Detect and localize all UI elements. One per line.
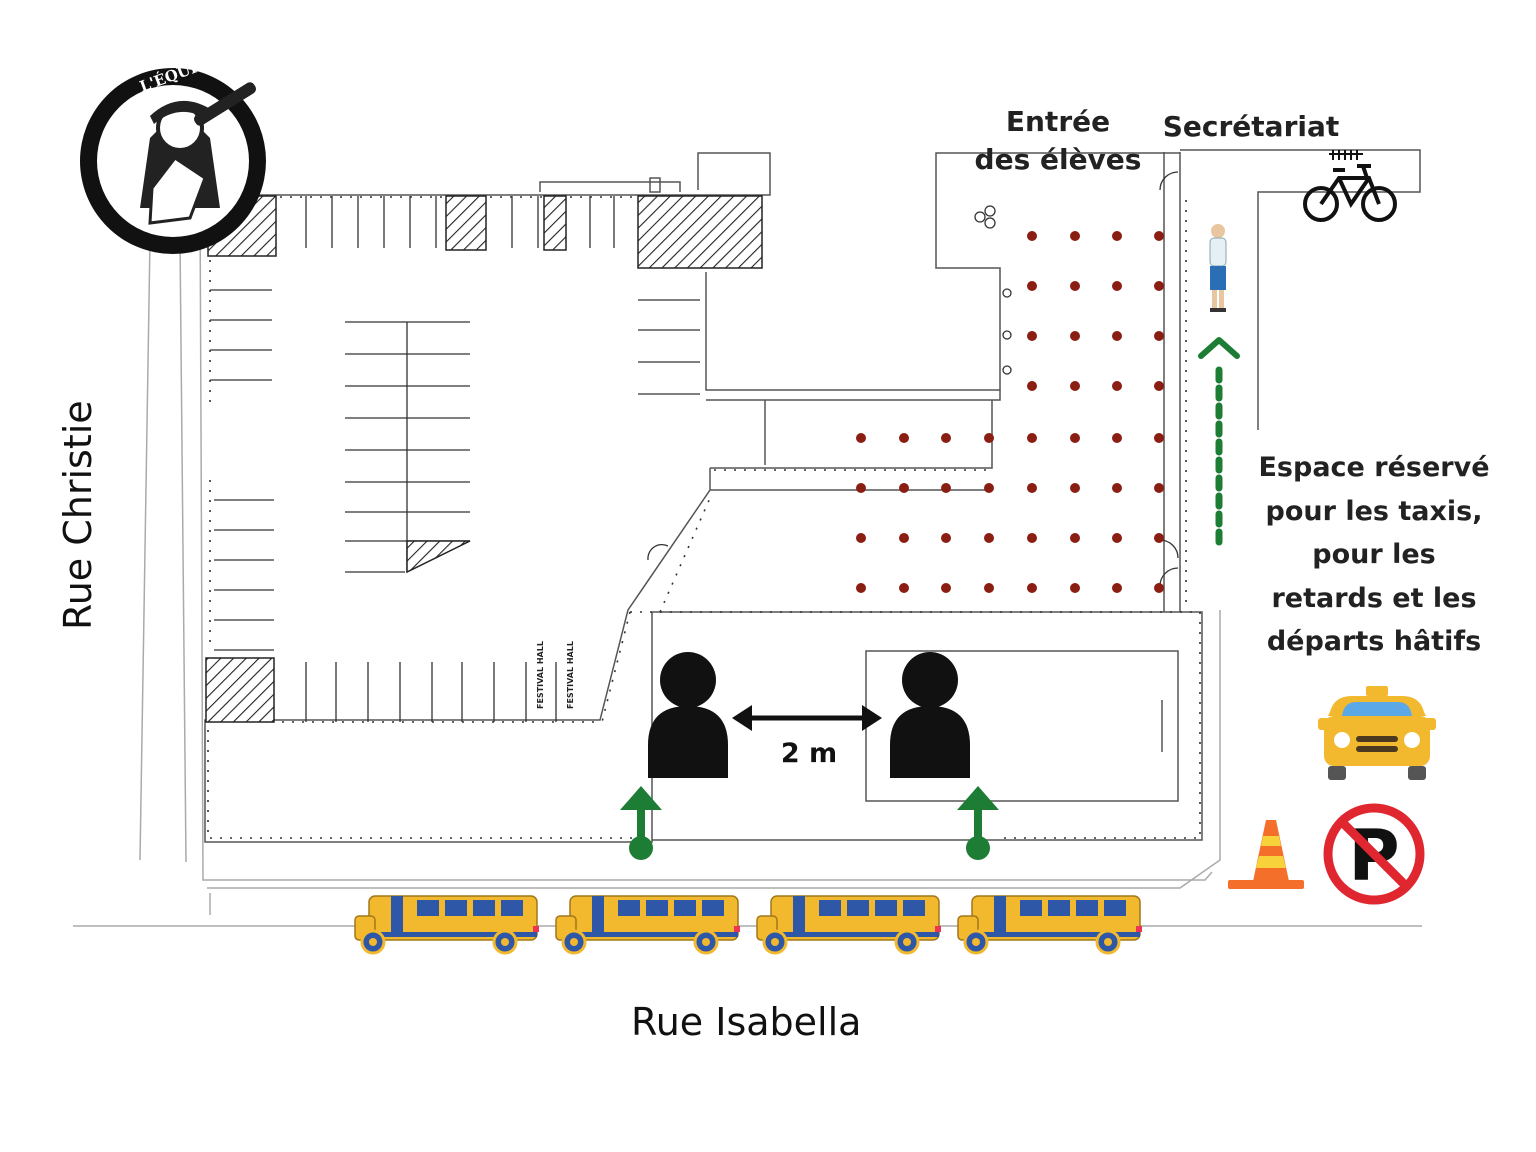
walk-direction-arrow <box>1198 337 1240 552</box>
distancing-dot <box>1154 231 1164 241</box>
secretariat-label: Secrétariat <box>1162 110 1340 143</box>
road-lines <box>73 199 1422 927</box>
distancing-dot <box>1154 281 1164 291</box>
student-entrance-line2: des élèves <box>974 143 1142 176</box>
distancing-dot <box>1112 281 1122 291</box>
school-bus-icon <box>755 894 943 955</box>
distancing-dot <box>1027 381 1037 391</box>
bicycle-icon <box>1303 150 1397 222</box>
distancing-dot <box>1154 533 1164 543</box>
distancing-dot <box>1112 231 1122 241</box>
pedestrian-icon <box>1209 224 1227 312</box>
person-icon <box>890 652 970 778</box>
distancing-dot <box>899 533 909 543</box>
distancing-dot <box>1112 583 1122 593</box>
taxi-zone-line: Espace réservé <box>1258 452 1490 483</box>
distancing-dot <box>856 583 866 593</box>
distancing-dot <box>1112 331 1122 341</box>
taxi-zone-note: Espace réservé pour les taxis, pour les … <box>1250 446 1498 664</box>
distancing-dot <box>1070 583 1080 593</box>
distancing-dot <box>984 483 994 493</box>
student-entrance-label: Entrée des élèves <box>970 108 1146 174</box>
taxi-icon <box>1318 686 1436 780</box>
distancing-dot <box>984 433 994 443</box>
street-label-south: Rue Isabella <box>631 1000 862 1044</box>
taxi-zone-line: pour les <box>1312 539 1436 570</box>
distancing-dot <box>1027 331 1037 341</box>
no-parking-icon: P <box>1323 803 1425 905</box>
distancing-dot <box>1112 381 1122 391</box>
distancing-dot <box>941 433 951 443</box>
school-bus-icon <box>554 894 742 955</box>
distancing-dot <box>1112 483 1122 493</box>
distancing-dot <box>899 583 909 593</box>
distancing-dot <box>1070 433 1080 443</box>
distancing-dot <box>1070 381 1080 391</box>
taxi-zone-line: retards et les <box>1271 582 1477 614</box>
person-icon <box>648 652 728 778</box>
distancing-dot <box>941 533 951 543</box>
taxi-zone-line: pour les taxis, <box>1265 495 1483 527</box>
distancing-dot <box>1070 533 1080 543</box>
distancing-dots <box>856 231 1164 593</box>
distancing-dot <box>1070 483 1080 493</box>
school-bus-icon <box>956 894 1144 955</box>
building-walls <box>204 149 1421 843</box>
hatched-areas <box>205 195 763 723</box>
distancing-dot <box>1070 281 1080 291</box>
arrow-up-icon <box>957 786 999 860</box>
distancing-dot <box>1154 583 1164 593</box>
distancing-dot <box>899 483 909 493</box>
arrow-up-icon <box>620 786 662 860</box>
school-bus-icon <box>353 894 541 955</box>
distancing-dot <box>1112 433 1122 443</box>
distancing-dot <box>1027 583 1037 593</box>
school-bus-row <box>353 894 1144 955</box>
distance-label: 2 m <box>781 738 837 769</box>
distancing-dot <box>1070 331 1080 341</box>
distancing-dot <box>856 533 866 543</box>
festival-hall-label: FESTIVAL HALL <box>536 641 545 709</box>
school-logo <box>80 68 266 254</box>
distancing-dot <box>984 533 994 543</box>
distancing-dot <box>899 433 909 443</box>
distancing-dot <box>1027 281 1037 291</box>
distancing-dot <box>984 583 994 593</box>
distancing-dot <box>856 483 866 493</box>
distancing-dot <box>1154 483 1164 493</box>
parking-stalls <box>210 196 700 722</box>
distancing-dot <box>1027 231 1037 241</box>
festival-hall-label: FESTIVAL HALL <box>566 641 575 709</box>
student-entrance-line1: Entrée <box>1005 105 1111 138</box>
distancing-dot <box>856 433 866 443</box>
distancing-dot <box>1027 433 1037 443</box>
street-label-west: Rue Christie <box>56 400 100 630</box>
distancing-dot <box>941 583 951 593</box>
distancing-dot <box>1070 231 1080 241</box>
distancing-dot <box>1027 483 1037 493</box>
distancing-dot <box>1027 533 1037 543</box>
distancing-dot <box>1154 381 1164 391</box>
traffic-cone-icon <box>1228 820 1304 889</box>
distancing-dot <box>1112 533 1122 543</box>
taxi-zone-line: départs hâtifs <box>1266 626 1482 657</box>
distancing-dot <box>1154 433 1164 443</box>
distancing-dot <box>941 483 951 493</box>
distance-arrow <box>732 705 882 731</box>
distancing-dot <box>1154 331 1164 341</box>
